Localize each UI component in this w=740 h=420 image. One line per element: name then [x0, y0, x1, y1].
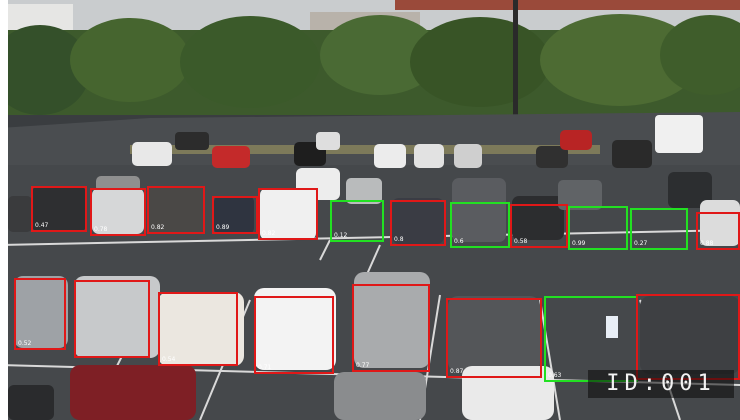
parking-slot-occupied: 0.87 [446, 298, 542, 378]
tree [0, 25, 90, 115]
frame-edge [0, 0, 8, 420]
slot-confidence-label: 0.89 [216, 224, 230, 231]
parking-slot-vacant: 0.99 [568, 206, 628, 250]
tree [180, 16, 320, 108]
slot-confidence-label: 0.88 [700, 240, 714, 247]
tree [540, 14, 700, 106]
light-pole [513, 0, 518, 155]
parking-slot-occupied: 0.89 [212, 196, 258, 234]
slot-confidence-label: 0.58 [514, 238, 528, 245]
slot-confidence-label: 0.82 [262, 230, 276, 237]
parking-slot-occupied [74, 280, 150, 358]
median-strip [130, 145, 600, 154]
tree [660, 15, 740, 95]
slot-confidence-label: 0.82 [151, 224, 165, 231]
slot-confidence-label: 0.99 [572, 240, 586, 247]
slot-confidence-label: 0.6 [454, 238, 464, 245]
slot-confidence-label: 0.87 [450, 368, 464, 375]
slot-confidence-label: 0.54 [162, 356, 176, 363]
parking-slot-occupied: 0.88 [696, 212, 740, 250]
parking-slot-occupied: 0.82 [147, 186, 205, 234]
slot-confidence-label: 0.63 [548, 372, 562, 379]
parking-slot-vacant: 0.12 [330, 200, 384, 242]
slot-confidence-label: 0.71 [258, 364, 272, 371]
tree [320, 15, 440, 95]
parking-slot-occupied: 0.54 [158, 292, 238, 366]
parking-slot-vacant: 0.27 [630, 208, 688, 250]
slot-confidence-label: 0.27 [634, 240, 648, 247]
camera-id-label: ID:001 [588, 370, 734, 398]
slot-confidence-label: 0.77 [356, 362, 370, 369]
parking-slot-occupied: 0.82 [258, 188, 318, 240]
parking-slot-occupied: 0.71 [254, 296, 334, 374]
parking-slot-occupied: 0.52 [14, 278, 66, 350]
tree [410, 17, 550, 107]
parking-slot-occupied: 0.77 [352, 284, 430, 372]
parking-slot-occupied [636, 294, 740, 380]
parking-slot-occupied: 0.58 [510, 204, 568, 248]
row2-cars [8, 272, 740, 420]
slot-confidence-label: 0.78 [94, 226, 108, 233]
row1-cars [8, 172, 740, 246]
parking-slot-occupied: 0.47 [31, 186, 87, 232]
parking-slot-occupied: 0.8 [390, 200, 446, 246]
slot-confidence-label: 0.47 [35, 222, 49, 229]
slot-confidence-label: 0.52 [18, 340, 32, 347]
parking-slot-vacant: 0.6 [450, 202, 510, 248]
tree [70, 18, 190, 102]
parking-slot-occupied: 0.78 [90, 188, 146, 236]
slot-confidence-label: 0.12 [334, 232, 348, 239]
building-top-right [395, 0, 740, 10]
slot-confidence-label: 0.8 [394, 236, 404, 243]
